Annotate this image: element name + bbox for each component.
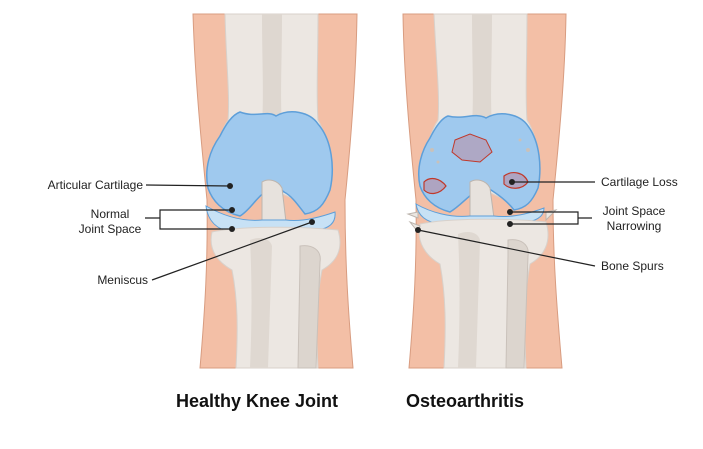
label-normal-joint-space-line2: Joint Space	[78, 222, 142, 236]
dot-joint-space-upper	[229, 207, 235, 213]
dot-joint-space-lower	[229, 226, 235, 232]
label-articular-cartilage: Articular Cartilage	[47, 178, 143, 192]
bracket-joint-space-narrowing	[510, 211, 592, 225]
oa-cartilage-damage-1	[451, 133, 493, 163]
label-cartilage-loss: Cartilage Loss	[601, 175, 678, 189]
leader-articular-cartilage	[145, 184, 231, 187]
label-joint-space-narrowing-line2: Narrowing	[606, 219, 662, 233]
oa-cartilage-damage-2	[423, 177, 447, 195]
dot-meniscus	[309, 219, 315, 225]
leader-bone-spurs	[417, 229, 596, 267]
healthy-knee-illustration	[145, 13, 358, 369]
oa-ligament	[469, 179, 495, 219]
label-meniscus: Meniscus	[97, 273, 148, 287]
oa-femur-shade	[472, 14, 492, 125]
label-normal-joint-space: Normal Joint Space	[70, 207, 150, 237]
dot-narrowing-upper	[507, 209, 513, 215]
healthy-articular-cartilage-shape	[206, 111, 333, 217]
label-bone-spurs: Bone Spurs	[601, 259, 664, 273]
label-normal-joint-space-line1: Normal	[90, 207, 130, 221]
leader-meniscus	[151, 221, 313, 281]
healthy-tibia-shade	[250, 238, 272, 368]
healthy-ligament	[261, 179, 287, 223]
oa-tibia-shade	[458, 232, 480, 368]
dot-cartilage-loss	[509, 179, 515, 185]
caption-healthy-knee: Healthy Knee Joint	[176, 391, 339, 411]
oa-fibula	[505, 239, 529, 369]
bracket-normal-joint-space	[145, 209, 232, 230]
dot-bone-spurs	[415, 227, 421, 233]
healthy-femur-shade	[262, 14, 282, 125]
oa-bone-spur-2	[406, 211, 419, 219]
dot-narrowing-lower	[507, 221, 513, 227]
label-joint-space-narrowing: Joint Space Narrowing	[594, 204, 674, 234]
dot-articular-cartilage	[227, 183, 233, 189]
osteoarthritis-knee-illustration	[402, 13, 596, 369]
caption-osteoarthritis: Osteoarthritis	[406, 391, 525, 411]
healthy-fibula	[297, 245, 321, 369]
label-joint-space-narrowing-line1: Joint Space	[602, 204, 666, 218]
